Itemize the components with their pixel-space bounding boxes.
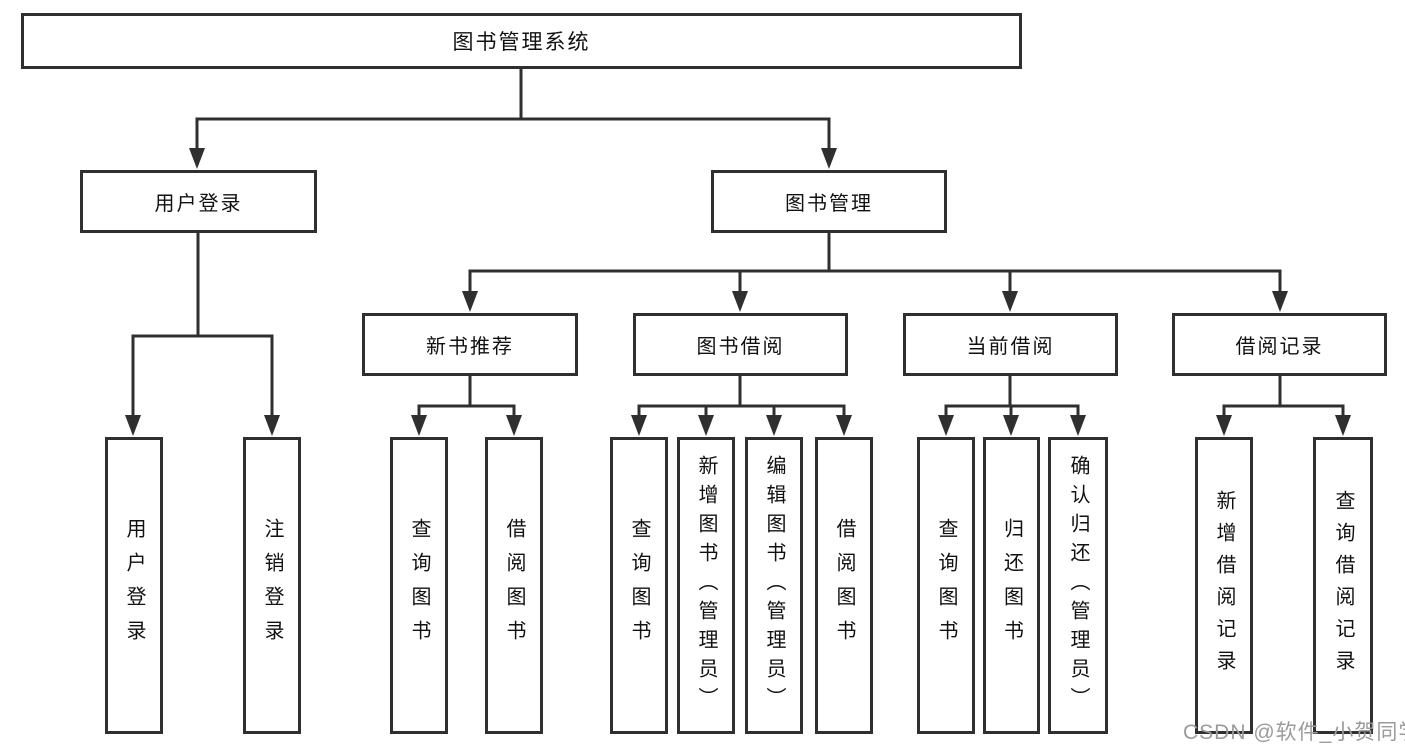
leaf-query-books-recommend: 查询图书 [390, 437, 448, 734]
node-label: 当前借阅 [966, 336, 1055, 358]
leaf-query-borrow-record: 查询借阅记录 [1313, 437, 1373, 734]
node-label: 查询借阅记录 [1332, 489, 1354, 682]
node-label: 新增借阅记录 [1213, 489, 1235, 682]
node-label: 查询图书 [628, 517, 650, 654]
leaf-add-borrow-record: 新增借阅记录 [1195, 437, 1253, 734]
node-label: 编辑图书（管理员） [763, 455, 785, 716]
node-current-borrow: 当前借阅 [903, 313, 1118, 376]
node-label: 借阅图书 [503, 517, 525, 654]
node-label: 新增图书（管理员） [695, 455, 717, 716]
node-label: 注销登录 [261, 517, 283, 654]
node-book-borrow: 图书借阅 [633, 313, 848, 376]
csdn-watermark: CSDN @软件_小贺同学 [1183, 721, 1405, 744]
node-label: 图书管理 [785, 193, 873, 215]
leaf-return-books: 归还图书 [983, 437, 1040, 734]
leaf-add-book-admin: 新增图书（管理员） [677, 437, 735, 734]
node-label: 归还图书 [1000, 517, 1023, 654]
leaf-borrow-books-recommend: 借阅图书 [485, 437, 543, 734]
node-library-system: 图书管理系统 [21, 13, 1022, 69]
node-label: 图书管理系统 [452, 31, 591, 54]
node-book-management: 图书管理 [711, 170, 947, 233]
node-new-book-recommend: 新书推荐 [362, 313, 578, 376]
node-label: 查询图书 [408, 517, 430, 654]
leaf-logout: 注销登录 [243, 437, 301, 734]
arrowheads [125, 148, 1351, 436]
node-borrow-records: 借阅记录 [1172, 313, 1387, 376]
leaf-borrow-books: 借阅图书 [815, 437, 873, 734]
node-label: 确认归还（管理员） [1067, 455, 1089, 716]
leaf-edit-book-admin: 编辑图书（管理员） [745, 437, 803, 734]
leaf-query-books-borrow: 查询图书 [610, 437, 668, 734]
node-label: 新书推荐 [426, 336, 514, 358]
node-label: 用户登录 [154, 193, 243, 215]
leaf-confirm-return-admin: 确认归还（管理员） [1048, 437, 1108, 734]
leaf-user-login: 用户登录 [105, 437, 163, 734]
node-label: 借阅记录 [1235, 336, 1324, 358]
node-user-login: 用户登录 [80, 170, 317, 233]
leaf-query-books-current: 查询图书 [917, 437, 975, 734]
node-label: 借阅图书 [833, 517, 855, 654]
node-label: 查询图书 [935, 517, 957, 654]
node-label: 用户登录 [123, 517, 145, 654]
node-label: 图书借阅 [696, 336, 785, 358]
